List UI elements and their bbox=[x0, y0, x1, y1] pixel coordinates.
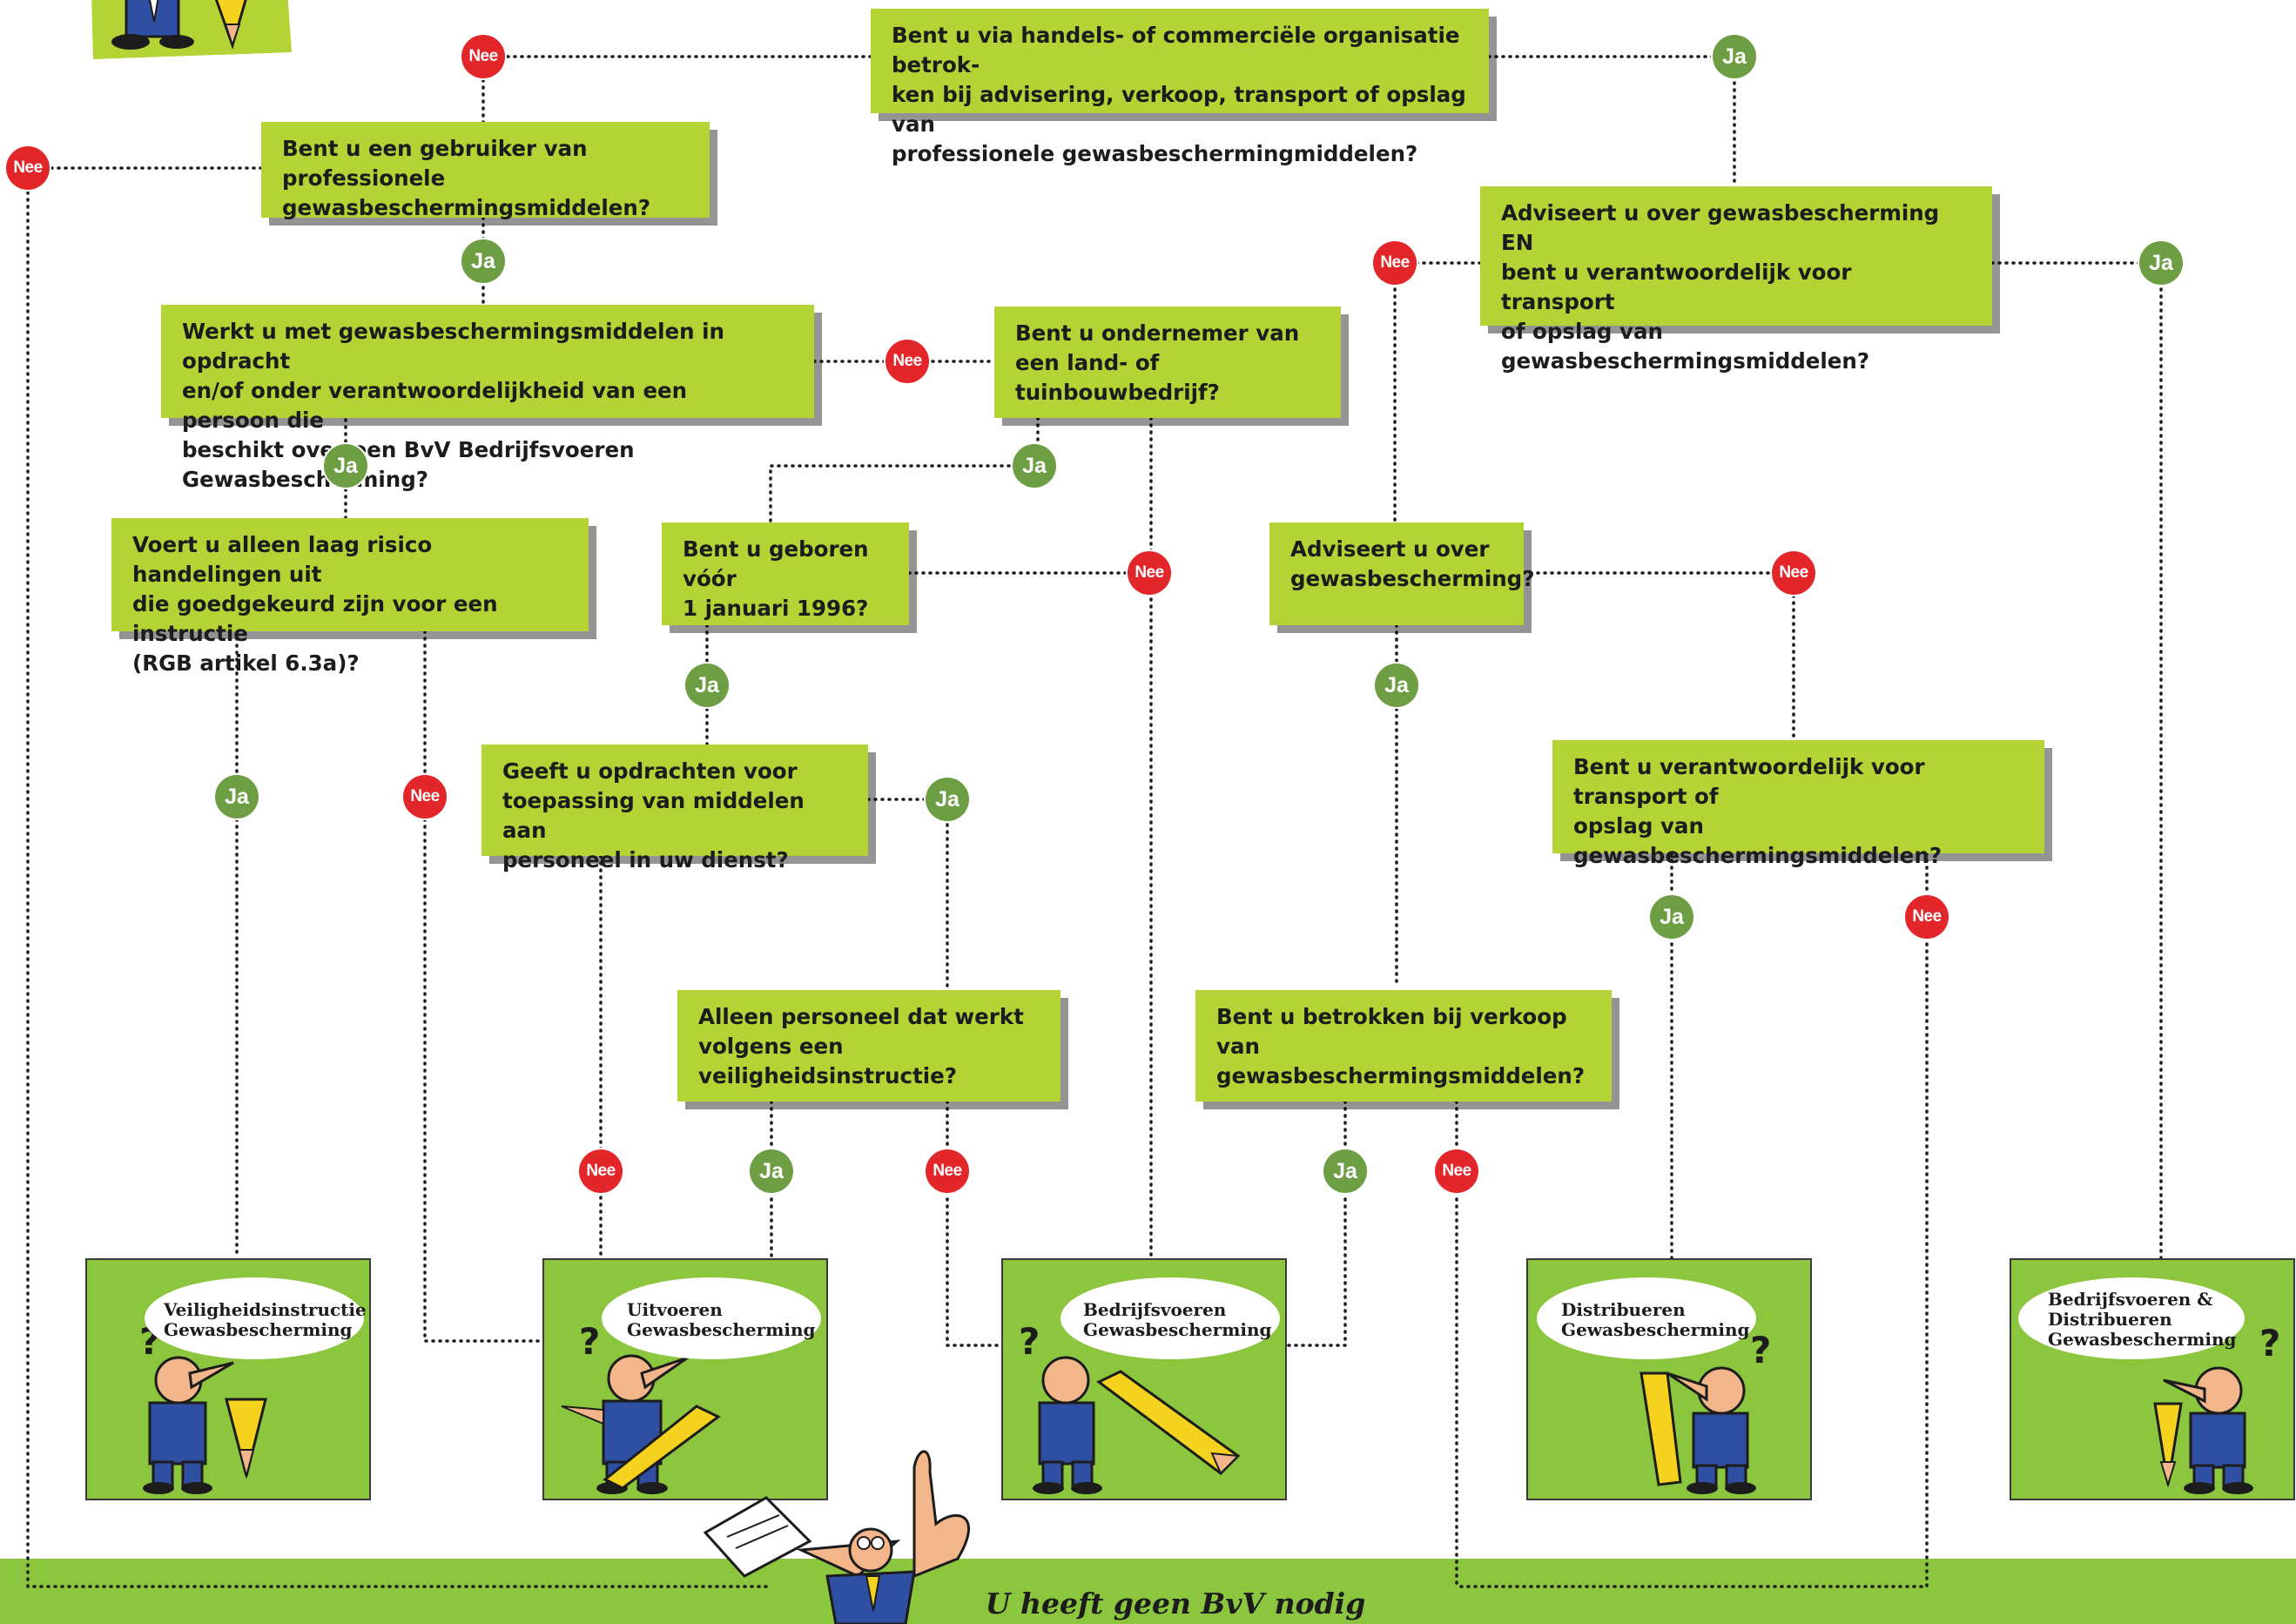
result-label: Bedrijfsvoeren Gewasbescherming bbox=[1083, 1299, 1272, 1340]
yes-badge: Ja bbox=[750, 1149, 793, 1193]
svg-text:?: ? bbox=[1750, 1329, 1771, 1371]
question-professional-user: Bent u een gebruiker van professionele g… bbox=[261, 122, 710, 220]
speech-bubble bbox=[602, 1277, 821, 1359]
no-badge: Nee bbox=[885, 340, 929, 383]
speech-bubble bbox=[1060, 1277, 1280, 1359]
no-badge: Nee bbox=[461, 35, 505, 78]
yes-badge: Ja bbox=[1713, 35, 1756, 78]
speech-bubble bbox=[2018, 1277, 2245, 1359]
question-transport-storage: Bent u verantwoordelijk voor transport o… bbox=[1552, 740, 2044, 868]
no-badge: Nee bbox=[1435, 1149, 1478, 1193]
cartoon-figure: ? bbox=[139, 1320, 267, 1494]
yes-badge: Ja bbox=[324, 444, 367, 488]
no-badge: Nee bbox=[1905, 895, 1949, 939]
yes-badge: Ja bbox=[1650, 895, 1693, 939]
no-badge: Nee bbox=[1128, 551, 1171, 595]
yes-badge: Ja bbox=[685, 664, 729, 707]
svg-text:?: ? bbox=[579, 1320, 600, 1363]
question-birth-date: Bent u geboren vóór 1 januari 1996? bbox=[662, 522, 909, 625]
result-label: Veiligheidsinstructie Gewasbescherming bbox=[164, 1299, 367, 1340]
yes-badge: Ja bbox=[215, 775, 259, 819]
result-label: Distribueren Gewasbescherming bbox=[1561, 1299, 1750, 1340]
svg-text:?: ? bbox=[1019, 1320, 1040, 1363]
question-advise-and-transport: Adviseert u over gewasbescherming EN ben… bbox=[1480, 186, 1992, 374]
corner-logo bbox=[91, 0, 292, 59]
yes-badge: Ja bbox=[461, 239, 505, 283]
yes-badge: Ja bbox=[2139, 241, 2183, 285]
result-manage-crop-protection: Bedrijfsvoeren Gewasbescherming ? bbox=[1001, 1258, 1287, 1500]
question-low-risk: Voert u alleen laag risico handelingen u… bbox=[111, 518, 589, 676]
question-advises: Adviseert u over gewasbescherming? bbox=[1269, 522, 1534, 625]
question-commercial-organisation: Bent u via handels- of commerciële organ… bbox=[871, 9, 1489, 166]
question-gives-orders: Geeft u opdrachten voor toepassing van m… bbox=[481, 745, 868, 873]
result-execute-crop-protection: Uitvoeren Gewasbescherming ? bbox=[542, 1258, 828, 1500]
question-sales: Bent u betrokken bij verkoop van gewasbe… bbox=[1195, 990, 1612, 1102]
question-staff-instruction: Alleen personeel dat werkt volgens een v… bbox=[677, 990, 1060, 1102]
result-label: Bedrijfsvoeren & Distribueren Gewasbesch… bbox=[2048, 1289, 2237, 1350]
yes-badge: Ja bbox=[1375, 664, 1418, 707]
speech-bubble bbox=[145, 1277, 364, 1359]
yes-badge: Ja bbox=[1323, 1149, 1367, 1193]
result-safety-instruction: Veiligheidsinstructie Gewasbescherming ? bbox=[85, 1258, 371, 1500]
no-badge: Nee bbox=[579, 1149, 623, 1193]
footer-band bbox=[0, 1559, 2296, 1624]
no-bvv-needed-label: U heeft geen BvV nodig bbox=[985, 1587, 1366, 1621]
question-entrepreneur: Bent u ondernemer van een land- of tuinb… bbox=[994, 307, 1341, 418]
no-badge: Nee bbox=[926, 1149, 969, 1193]
cartoon-figure: ? bbox=[561, 1320, 721, 1494]
result-distribute-crop-protection: Distribueren Gewasbescherming ? bbox=[1526, 1258, 1812, 1500]
question-works-under-bvv: Werkt u met gewasbeschermingsmiddelen in… bbox=[161, 305, 814, 492]
cartoon-figure: ? bbox=[1640, 1329, 1771, 1494]
cartoon-figure: ? bbox=[1019, 1320, 1241, 1494]
no-badge: Nee bbox=[403, 775, 447, 819]
result-label: Uitvoeren Gewasbescherming bbox=[627, 1299, 816, 1340]
no-badge: Nee bbox=[1772, 551, 1815, 595]
speech-bubble bbox=[1537, 1277, 1756, 1359]
no-badge: Nee bbox=[6, 146, 50, 190]
result-manage-and-distribute: Bedrijfsvoeren & Distribueren Gewasbesch… bbox=[2010, 1258, 2295, 1500]
thinking-man-figure bbox=[703, 1450, 970, 1624]
yes-badge: Ja bbox=[1013, 444, 1056, 488]
cartoon-figure: ? bbox=[2153, 1322, 2280, 1494]
svg-text:?: ? bbox=[2259, 1322, 2280, 1365]
yes-badge: Ja bbox=[926, 778, 969, 821]
no-badge: Nee bbox=[1373, 241, 1417, 285]
